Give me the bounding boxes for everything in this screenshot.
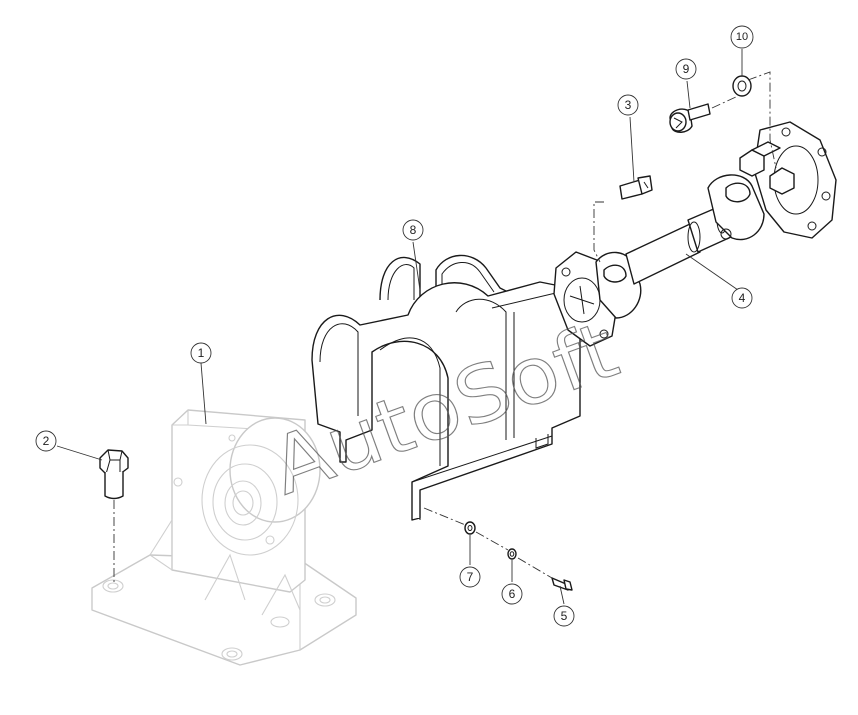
- callout-3[interactable]: 3: [617, 94, 639, 116]
- callout-number: 7: [467, 570, 474, 584]
- callout-circle: [501, 583, 523, 605]
- callout-number: 8: [410, 223, 417, 237]
- callout-4[interactable]: 4: [731, 287, 753, 309]
- callout-number: 10: [736, 31, 748, 43]
- callout-number: 6: [509, 587, 516, 601]
- callout-circle: [402, 219, 424, 241]
- callout-8[interactable]: 8: [402, 219, 424, 241]
- callout-9[interactable]: 9: [675, 58, 697, 80]
- callout-circle: [731, 287, 753, 309]
- callout-number: 5: [561, 609, 568, 623]
- fastener-set-drawing: [423, 507, 573, 591]
- cardan-shaft-drawing: [553, 121, 837, 347]
- callout-2[interactable]: 2: [35, 430, 57, 452]
- callout-circle: [675, 58, 697, 80]
- callout-number: 3: [625, 98, 632, 112]
- callout-circle: [190, 342, 212, 364]
- callout-number: 2: [43, 434, 50, 448]
- leader-lines: [56, 49, 743, 605]
- callout-circle: [553, 605, 575, 627]
- hex-bolt-large-drawing: [99, 449, 129, 585]
- socket-head-screw-drawing: [669, 95, 739, 133]
- washer-large-drawing: [732, 71, 777, 169]
- callout-7[interactable]: 7: [459, 566, 481, 588]
- callout-10[interactable]: 10: [730, 25, 754, 49]
- callout-1[interactable]: 1: [190, 342, 212, 364]
- callout-circle: [35, 430, 57, 452]
- callout-number: 4: [739, 291, 746, 305]
- callout-circle: [730, 25, 754, 49]
- callout-circle: [459, 566, 481, 588]
- callout-6[interactable]: 6: [501, 583, 523, 605]
- callout-circle: [617, 94, 639, 116]
- callout-5[interactable]: 5: [553, 605, 575, 627]
- callout-number: 1: [198, 346, 205, 360]
- hex-bolt-medium-drawing: [593, 175, 653, 263]
- callout-number: 9: [683, 62, 690, 76]
- base-bracket-drawing: [91, 409, 357, 666]
